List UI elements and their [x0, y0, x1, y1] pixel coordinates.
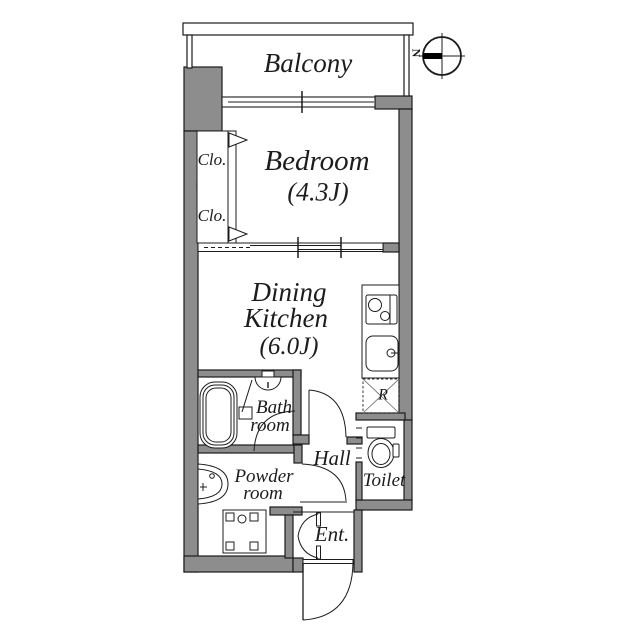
wall-powder-right-upper [293, 444, 303, 464]
dining-kitchen-size-label: (6.0J) [259, 332, 319, 360]
kitchen-counter-icon [361, 284, 400, 379]
wall-top-left-block [183, 66, 223, 132]
powder-door-icon [300, 463, 347, 503]
wall-toilet-bottom [355, 499, 413, 511]
balcony-window-icon [221, 91, 376, 113]
compass-north-label: N [409, 48, 424, 58]
dining-kitchen-label-2: Kitchen [244, 302, 328, 333]
powder-label-1: Powder [234, 466, 294, 488]
walls [183, 66, 413, 573]
wall-hall-top-left [292, 434, 310, 445]
closet-lower-label: Clo. [197, 206, 227, 226]
sliding-door-icon [197, 237, 384, 258]
vanity-sink-icon [197, 463, 229, 505]
entrance-door-icon [302, 559, 354, 621]
wall-top-right-block [374, 95, 413, 110]
toilet-sliding-door-icon [356, 427, 362, 459]
compass-north-needle [423, 53, 442, 59]
wall-bottom-left [183, 555, 294, 573]
closet-door-arrow-top [228, 132, 249, 148]
closet-door-arrow-bottom [228, 226, 249, 242]
wall-left [183, 130, 199, 573]
balcony-wall-left [186, 34, 193, 69]
refrigerator-space-icon [362, 378, 400, 414]
wall-bottom-mid [292, 557, 304, 573]
closet-upper-label: Clo. [197, 150, 227, 170]
balcony-wall-right [403, 34, 410, 97]
washing-machine-pan-icon [222, 509, 267, 554]
wall-bath-top [197, 369, 302, 378]
bath-basin-icon [254, 370, 282, 391]
refrigerator-label: R [378, 386, 388, 404]
wall-right-lower [353, 509, 363, 573]
bathtub-icon [199, 381, 238, 449]
wall-bath-right [292, 369, 302, 436]
bath-label-2: room [250, 415, 290, 437]
balcony-label: Balcony [263, 47, 353, 78]
wall-powder-bottom-jog [269, 506, 303, 516]
wall-toilet-top [355, 412, 406, 421]
compass-icon [419, 33, 465, 79]
entrance-cabinet-doors-icon [297, 512, 321, 560]
hall-label: Hall [313, 445, 351, 470]
wall-toilet-left [355, 461, 363, 501]
wall-entrance-left [284, 514, 294, 559]
balcony-rail [182, 22, 414, 36]
dk-hall-door-icon [308, 389, 347, 439]
bath-label-1: Bath [256, 397, 292, 419]
bath-door-icon [241, 379, 296, 452]
toilet-label: Toilet [362, 470, 406, 492]
bedroom-size-label: (4.3J) [287, 177, 349, 207]
dining-kitchen-label-1: Dining [251, 276, 327, 307]
closet-icon [196, 130, 249, 244]
wall-hall-top-right [346, 436, 363, 445]
wall-right [398, 108, 413, 421]
entrance-label: Ent. [314, 521, 350, 546]
balcony-structure [182, 22, 414, 97]
wall-stub-right [382, 242, 400, 253]
bedroom-label: Bedroom [264, 144, 370, 177]
toilet-fixture-icon [366, 426, 400, 468]
powder-label-2: room [243, 483, 283, 505]
